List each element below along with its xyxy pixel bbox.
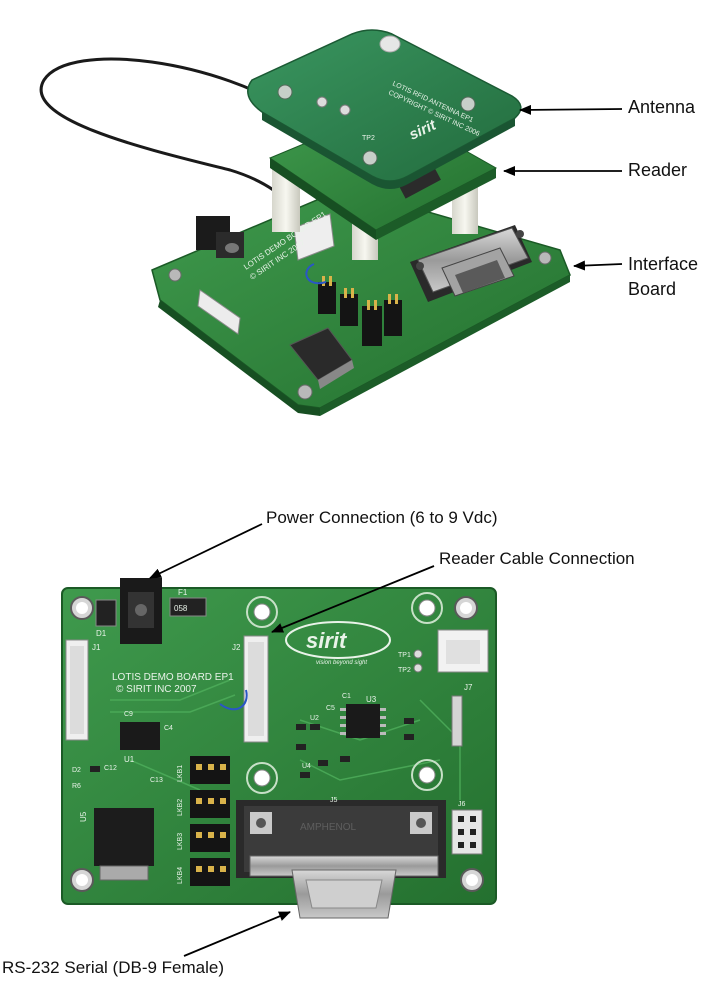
u5-regulator: U5: [79, 808, 154, 881]
c9-label: C9: [124, 711, 133, 718]
svg-text:J6: J6: [458, 801, 466, 808]
c12-label: C12: [104, 765, 117, 772]
u1-ic: U1: [120, 722, 160, 764]
lkb4-label: LKB4: [177, 867, 184, 884]
lkb3-label: LKB3: [177, 833, 184, 850]
interface-arrow: [573, 260, 623, 271]
tp2-label: TP2: [398, 667, 411, 674]
db9-connector-3d: [410, 225, 532, 302]
rs232-arrow: [183, 911, 291, 957]
smd-components: [296, 718, 414, 778]
fuse: [169, 597, 207, 617]
antenna-tp-label: TP2: [362, 135, 375, 142]
c5-label: C5: [326, 705, 335, 712]
reader-cable-label: Reader Cable Connection: [439, 549, 635, 568]
interface-label-line1: Interface: [628, 254, 699, 274]
jumper-headers: [318, 276, 402, 346]
power-connection-label: Power Connection (6 to 9 Vdc): [266, 508, 498, 527]
svg-text:U1: U1: [124, 755, 135, 764]
board-title-line2: © SIRIT INC 2007: [116, 684, 197, 695]
u2-label: U2: [310, 715, 319, 722]
power-jack: [196, 216, 244, 258]
svg-text:vision beyond sight: vision beyond sight: [316, 660, 367, 666]
antenna-label: Antenna: [628, 97, 696, 117]
antenna-board: LOTIS RFID ANTENNA EP1 COPYRIGHT © SIRIT…: [247, 29, 522, 189]
j2-connector: [243, 635, 269, 743]
tp1-label: TP1: [398, 652, 411, 659]
d2-label: D2: [72, 767, 81, 774]
u4-label: U4: [302, 763, 311, 770]
interface-board-top-view: 058 F1 D1 J1 J2 LOTIS DEMO BOARD EP1 © S…: [61, 578, 497, 919]
power-arrow: [149, 523, 263, 579]
d1-label: D1: [96, 629, 107, 638]
lkb1-label: LKB1: [177, 765, 184, 782]
j2-label: J2: [232, 643, 241, 652]
j5-label: J5: [330, 797, 338, 804]
sirit-logo: sirit vision beyond sight: [285, 621, 391, 666]
svg-text:U5: U5: [79, 811, 88, 822]
svg-text:sirit: sirit: [306, 628, 348, 653]
jumper-blocks: [190, 756, 230, 886]
power-jack-top: [120, 578, 162, 644]
svg-text:U3: U3: [366, 695, 377, 704]
interface-label-line2: Board: [628, 279, 677, 299]
j1-connector: [65, 639, 89, 741]
interface-board-label: Interface Board: [628, 252, 698, 302]
c13-label: C13: [150, 777, 163, 784]
f1-label: F1: [178, 588, 188, 597]
reader-cable-arrow: [271, 565, 435, 633]
fuse-label: 058: [174, 604, 188, 613]
c1-label: C1: [342, 693, 351, 700]
assembly-photo: LOTIS DEMO BOARD EP1 © SIRIT INC 2007: [39, 29, 571, 416]
svg-text:J7: J7: [464, 683, 473, 692]
db9-connector-top: AMPHENOL J5: [236, 797, 446, 919]
rs232-label: RS-232 Serial (DB-9 Female): [2, 958, 225, 977]
j7-pins: J7: [451, 683, 473, 747]
r6-label: R6: [72, 783, 81, 790]
board-title-line1: LOTIS DEMO BOARD EP1: [112, 672, 234, 683]
u3-chip: U3: [340, 695, 386, 738]
lkb2-label: LKB2: [177, 799, 184, 816]
antenna-arrow: [519, 104, 623, 115]
reader-label: Reader: [628, 160, 688, 180]
c4-label: C4: [164, 725, 173, 732]
j6-header: J6: [451, 801, 483, 855]
j1-label: J1: [92, 643, 101, 652]
mounting-holes: [70, 592, 484, 892]
db9-brand: AMPHENOL: [300, 822, 357, 833]
